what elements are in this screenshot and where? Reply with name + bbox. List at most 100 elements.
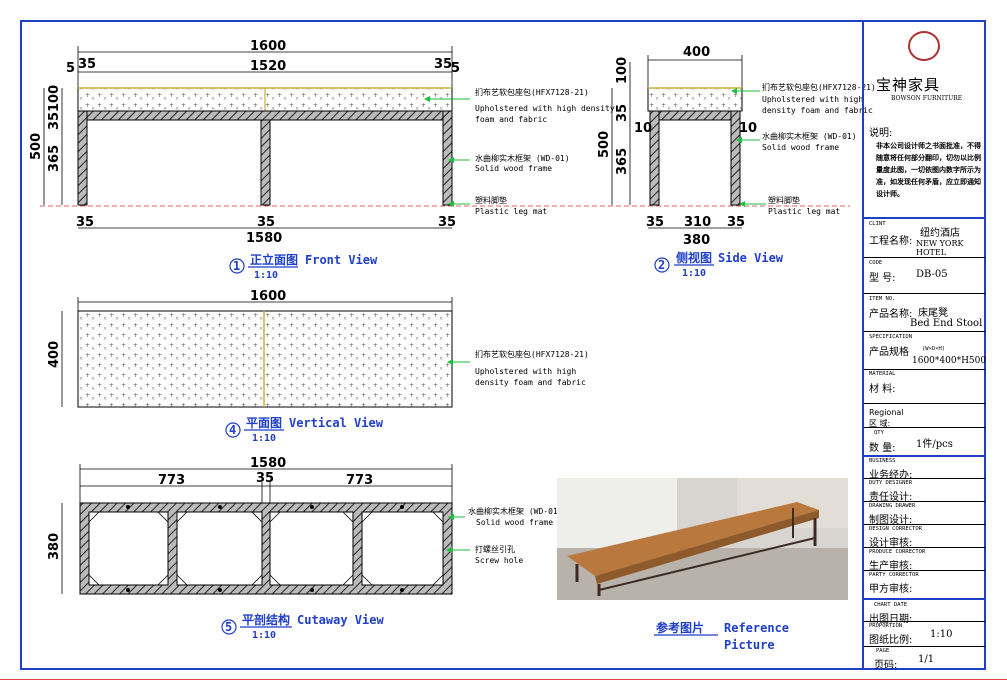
cv-num: 5 (225, 620, 232, 634)
ref-title-en1: Reference (724, 621, 789, 635)
brand-logo-icon (908, 31, 940, 61)
vv-title-cn: 平面图 (246, 416, 282, 430)
sv-note-cushion-en2: density foam and fabric (762, 106, 873, 115)
vv-dim-depth: 400 (47, 341, 62, 368)
cv-note-frame-en: Solid wood frame (476, 518, 553, 527)
tb-drawer: DRAWING DRAWER 制图设计: (864, 501, 985, 526)
description-title: 说明: (869, 128, 893, 139)
brand-name-cn: 宝神家具 (876, 76, 941, 94)
brand-name-en: BOWSON FURNITURE (891, 95, 963, 102)
cv-scale: 1:10 (252, 630, 276, 641)
fv-dim-b-r: 35 (438, 215, 456, 230)
technical-drawing: + × 1600 1520 5 35 35 5 (29, 39, 876, 652)
sv-dim-h-leg: 365 (615, 148, 630, 175)
fv-dim-total: 1600 (250, 39, 286, 54)
sv-dim-b-r: 35 (727, 215, 745, 230)
fv-dim-b-total: 1580 (246, 231, 282, 246)
vv-scale: 1:10 (252, 433, 276, 444)
title-block: 宝神家具 BOWSON FURNITURE 说明: 非本公司设计师之书面批准，不… (862, 21, 986, 671)
fv-note-cushion-cn: 扪布艺软包座包(HFX7128-21) (475, 87, 589, 97)
sv-dim-h-frame: 35 (615, 104, 630, 122)
cv-dim-mid: 35 (256, 471, 274, 486)
description-body: 非本公司设计师之书面批准，不得随意将任何部分翻印，切勿以比例量度此图，一切依图内… (876, 142, 981, 198)
tb-region: Regional 区 域: (864, 403, 985, 428)
cv-dim-right: 773 (346, 473, 373, 488)
vv-note-cushion-en2: density foam and fabric (475, 378, 586, 387)
tb-business: BUSINESS 业务经办: (864, 455, 985, 481)
tb-item: ITEM NO. 产品名称: 床尾凳 Bed End Stool (864, 293, 985, 331)
ref-title-en2: Picture (724, 638, 775, 652)
tb-duty: DUTY DESIGNER 责任设计: (864, 478, 985, 503)
sheet-border (20, 20, 986, 670)
fv-dim-b-m: 35 (257, 215, 275, 230)
reference-title: 参考图片 Reference Picture (654, 620, 789, 652)
fv-note-mat-en: Plastic leg mat (475, 207, 547, 216)
sv-note-mat-cn: 塑料脚垫 (768, 195, 800, 205)
sv-dim-b-total: 380 (683, 233, 710, 248)
tb-spec: SPECIFICATION 产品规格 (W×D×H) 1600*400*H500 (864, 331, 986, 369)
cutaway-view: 1580 773 35 773 380 (47, 456, 563, 641)
vv-note-cushion-en1: Upholstered with high (475, 367, 576, 376)
cv-note-screw-en: Screw hole (475, 556, 523, 565)
sv-title-cn: 侧视图 (676, 250, 712, 265)
fv-scale: 1:10 (254, 270, 278, 281)
sv-note-cushion-cn: 扪布艺软包座包(HFX7128-21) (762, 82, 876, 92)
sv-note-frame-en: Solid wood frame (762, 143, 839, 152)
tb-party-corrector: PARTY CORRECTOR 甲方审核: (864, 570, 985, 595)
sv-dim-in-l: 10 (634, 121, 652, 136)
sv-title-en: Side View (718, 251, 784, 265)
vv-dim-total: 1600 (250, 289, 286, 304)
sv-scale: 1:10 (682, 268, 706, 279)
reference-photo (557, 478, 848, 600)
cv-dim-total: 1580 (250, 456, 286, 471)
tb-produce-corrector: PRODUCE CORRECTOR 生产审核: (864, 547, 985, 572)
vv-title-en: Vertical View (289, 416, 384, 430)
tb-qty: QTY 数 量: 1件/pcs (864, 427, 985, 455)
fv-num: 1 (233, 259, 240, 273)
bottom-red-line (0, 679, 1007, 680)
fv-title-en: Front View (305, 253, 378, 267)
cv-note-frame-cn: 水曲柳实木框架 (WD-01) (468, 506, 563, 516)
sv-note-frame-cn: 水曲柳实木框架 (WD-01) (762, 131, 857, 141)
sv-note-mat-en: Plastic leg mat (768, 207, 840, 216)
vv-note-cushion-cn: 扪布艺软包座包(HFX7128-21) (475, 349, 589, 359)
fv-dim-side-r: 35 (434, 57, 452, 72)
vertical-view: 1600 400 扪布艺软包座包(HFX7128-21) Upholstered… (47, 289, 589, 444)
fv-dim-h-frame: 35 (47, 112, 62, 130)
fv-dim-side-l: 35 (78, 57, 96, 72)
front-view: 1600 1520 5 35 35 5 500 100 35 365 (29, 39, 850, 281)
fv-dim-edge-r: 5 (451, 61, 460, 76)
cv-note-screw-cn: 打螺丝引孔 (475, 544, 515, 554)
sv-dim-h-seat: 100 (615, 57, 630, 84)
fv-dim-h-seat: 100 (47, 85, 62, 112)
fv-dim-b-l: 35 (76, 215, 94, 230)
cv-dim-left: 773 (158, 473, 185, 488)
cv-title-cn: 平剖结构 (242, 612, 290, 627)
cv-title-en: Cutaway View (297, 613, 384, 627)
fv-note-cushion-en1: Upholstered with high density (475, 104, 615, 113)
sv-note-cushion-en1: Upholstered with high (762, 95, 863, 104)
sv-dim-b-m: 310 (684, 215, 711, 230)
sv-dim-h-total: 500 (597, 131, 612, 158)
sv-num: 2 (658, 258, 665, 272)
tb-date: CHART DATE 出图日期: (864, 598, 985, 625)
fv-dim-inner: 1520 (250, 59, 286, 74)
fv-dim-h-leg: 365 (47, 145, 62, 172)
sv-dim-total: 400 (683, 45, 710, 60)
fv-note-mat-cn: 塑料脚垫 (475, 195, 507, 205)
sv-dim-b-l: 35 (646, 215, 664, 230)
sv-dim-in-r: 10 (739, 121, 757, 136)
vv-num: 4 (229, 423, 236, 437)
tb-code: CODE 型 号: DB-05 (864, 257, 985, 293)
tb-client: CLINT 工程名称: 纽约酒店 NEW YORK HOTEL (864, 217, 985, 275)
tb-design-corrector: DESIGN CORRECTOR 设计审核: (864, 524, 985, 549)
fv-note-cushion-en2: foam and fabric (475, 115, 547, 124)
fv-note-frame-cn: 水曲柳实木框架 (WD-01) (475, 153, 570, 163)
ref-title-cn: 参考图片 (656, 620, 704, 635)
fv-dim-edge-l: 5 (66, 61, 75, 76)
fv-note-frame-en: Solid wood frame (475, 164, 552, 173)
fv-title-cn: 正立面图 (250, 252, 298, 267)
cv-dim-depth: 380 (47, 533, 62, 560)
fv-dim-h-total: 500 (29, 133, 44, 160)
